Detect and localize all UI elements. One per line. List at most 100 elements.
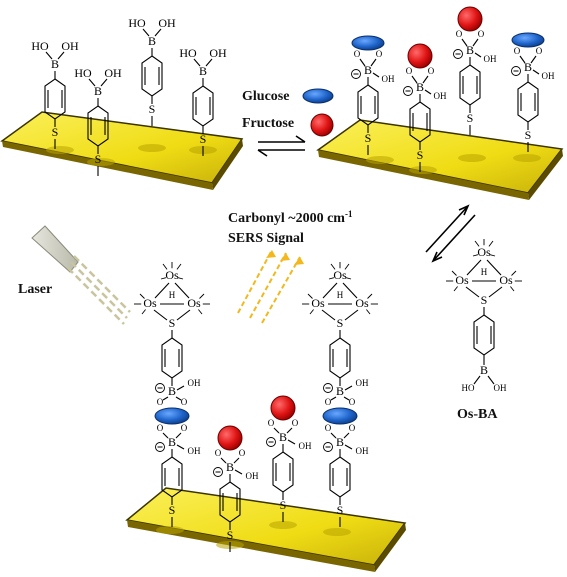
boron-atom: B [148, 34, 156, 48]
os-s-bond [465, 286, 480, 298]
laser-label: Laser [18, 282, 52, 297]
hydroxyl-label: OH [209, 46, 227, 60]
bond-b-o [411, 75, 418, 84]
os-os-bond [466, 259, 482, 276]
carbonyl-ligand [328, 277, 335, 280]
bond-b-o [343, 432, 350, 439]
carbonyl-text: Carbonyl ~2000 cm [228, 211, 345, 226]
fructose-icon [217, 425, 243, 451]
os-s-bond [488, 286, 503, 298]
glucose-icon [511, 32, 545, 48]
signal-arrows [237, 249, 301, 324]
sulfur-atom: S [365, 131, 372, 145]
bond-b-o [530, 55, 537, 64]
glucose-icon [302, 88, 334, 104]
bond-b-o [175, 396, 182, 401]
benzene-ring [329, 456, 351, 498]
laser-beam-cone [31, 225, 79, 273]
carbonyl-ligand [510, 286, 515, 292]
os-os-bond [174, 282, 190, 299]
carbonyl-ligand [472, 254, 479, 257]
laser-beam [67, 255, 131, 325]
oxygen-atom: O [349, 397, 356, 407]
carbonyl-ligand [345, 277, 352, 280]
carbonyl-ligand [453, 286, 458, 292]
boron-atom: B [416, 80, 424, 94]
carbonyl-ligand [489, 254, 496, 257]
os-os-bond [154, 282, 170, 299]
osmium-atom: Os [499, 273, 513, 287]
osmium-atom: Os [477, 245, 491, 259]
sulfur-atom: S [525, 128, 532, 142]
os-os-bond [342, 282, 358, 299]
carbonyl-ligand [307, 293, 313, 299]
bond-b-oh [176, 385, 185, 391]
bond-b-o [220, 457, 227, 464]
hydroxyl-label: OH [246, 471, 259, 481]
carbonyl-ligand [309, 309, 314, 315]
benzene-ring [329, 337, 351, 379]
oxygen-atom: O [514, 46, 521, 56]
bond-b-o [286, 427, 293, 434]
benzene-ring [357, 84, 379, 126]
oxygen-atom: O [239, 448, 246, 458]
bond-b-o [473, 375, 481, 385]
bond-b-o [142, 28, 150, 37]
osmium-atom: Os [311, 296, 325, 310]
os-s-bond [176, 309, 191, 321]
bond-b-oh [424, 89, 432, 95]
osmium-atom: Os [165, 268, 179, 282]
benzene-ring [141, 55, 163, 97]
hydride-atom: H [169, 290, 176, 300]
fructose-icon [270, 395, 296, 421]
hydroxyl-label: HO [74, 66, 92, 80]
hydroxyl-label: OH [434, 91, 447, 101]
benzene-ring [161, 337, 183, 379]
hydroxyl-label: OH [494, 383, 507, 393]
osmium-atom: Os [187, 296, 201, 310]
hydroxyl-label: OH [61, 39, 79, 53]
bond-b-o [100, 78, 108, 87]
bond-b-o [330, 432, 337, 439]
oxygen-atom: O [456, 29, 463, 39]
sulfur-atom: S [149, 102, 156, 116]
oxygen-atom: O [376, 49, 383, 59]
hydroxyl-label: OH [356, 446, 369, 456]
bond-b-o [330, 396, 337, 401]
boron-atom: B [168, 384, 176, 398]
bond-b-oh [344, 444, 353, 450]
svg-text:Carbonyl ~2000 cm-1: Carbonyl ~2000 cm-1 [228, 209, 353, 226]
hydroxyl-label: OH [104, 66, 122, 80]
fructose-icon [310, 113, 334, 137]
os-s-bond [153, 309, 168, 321]
sulfur-atom: S [280, 498, 287, 512]
bond-b-o [162, 432, 169, 439]
carbonyl-ligand [451, 270, 457, 276]
benzene-ring [473, 314, 495, 356]
oxygen-atom: O [325, 423, 332, 433]
sulfur-atom: S [417, 148, 424, 162]
os-s-bond [321, 309, 336, 321]
hydroxyl-label: HO [179, 46, 197, 60]
bond-b-o [472, 38, 479, 47]
boron-atom: B [364, 63, 372, 77]
fructose-icon [457, 6, 483, 32]
carbonyl-ligand [176, 263, 182, 270]
bond-b-o [175, 432, 182, 439]
bond-b-o [88, 78, 96, 87]
carbonyl-ligand [198, 309, 203, 315]
carbonyl-ligand [162, 263, 168, 270]
bond-b-o [487, 375, 495, 385]
carbonyl-ligand [177, 277, 184, 280]
carbonyl-ligand [160, 277, 167, 280]
carbonyl-ligand [141, 309, 146, 315]
